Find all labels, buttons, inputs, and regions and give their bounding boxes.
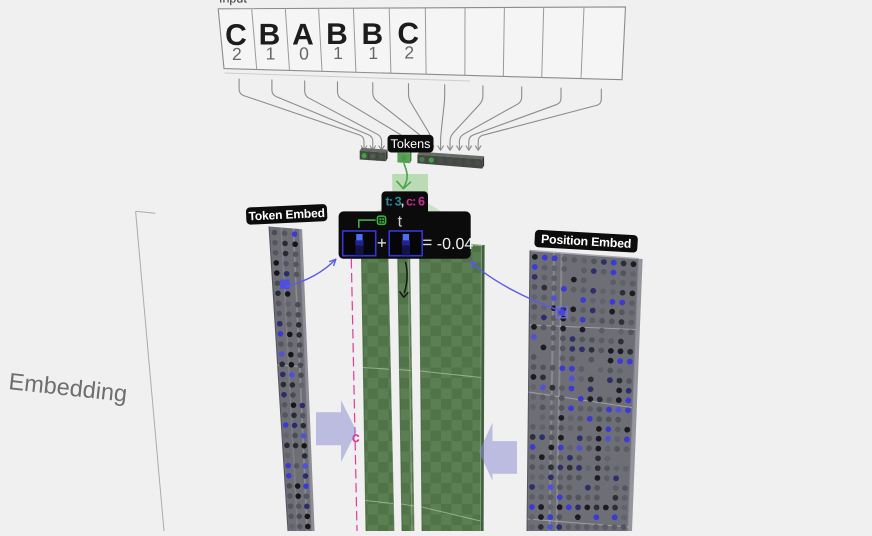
svg-text:1: 1 (266, 44, 276, 64)
svg-text:+: + (377, 234, 387, 253)
svg-text:2: 2 (232, 44, 242, 64)
svg-text:-0.04: -0.04 (437, 236, 474, 253)
svg-text:=: = (422, 233, 432, 252)
svg-text:2: 2 (404, 43, 414, 63)
svg-text:t: 3, c: 6: t: 3, c: 6 (385, 195, 424, 209)
svg-text:1: 1 (368, 43, 378, 63)
svg-text:1: 1 (333, 43, 343, 63)
svg-text:0: 0 (299, 43, 309, 63)
svg-text:Tokens: Tokens (391, 137, 431, 151)
svg-text:t: t (398, 213, 403, 230)
svg-text:Input: Input (219, 0, 247, 5)
